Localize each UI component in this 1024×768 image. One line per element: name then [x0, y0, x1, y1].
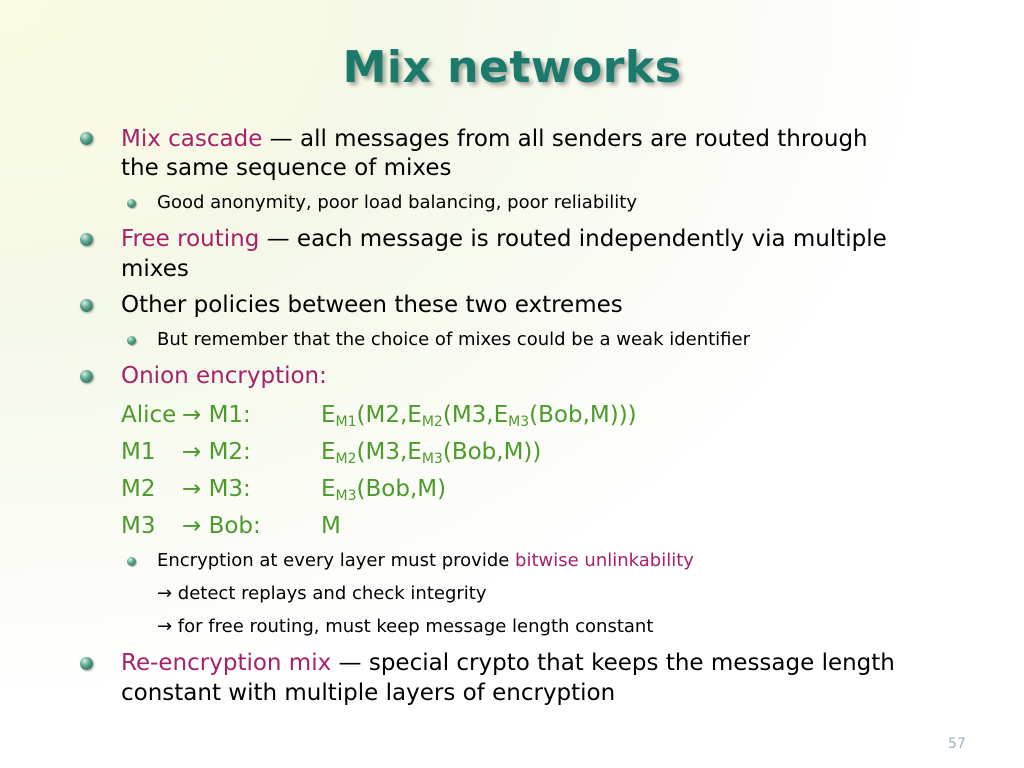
page-number: 57 — [948, 736, 966, 752]
bullet-text-continued: mixes — [121, 256, 189, 282]
sub-bullet-cascade-props: Good anonymity, poor load balancing, poo… — [157, 192, 637, 213]
sub-bullet-icon — [127, 557, 136, 566]
onion-text: (M3,E — [356, 439, 422, 465]
onion-value: M — [321, 513, 341, 539]
onion-arrow: → Bob: — [182, 513, 261, 539]
bullet-icon — [80, 233, 93, 246]
bullet-mix-cascade: Mix cascade — all messages from all send… — [121, 124, 868, 154]
bullet-text: — each message is routed independently v… — [259, 226, 887, 252]
onion-e: E — [321, 476, 336, 502]
sub-bullet-icon — [127, 199, 136, 208]
bullet-text: — all messages from all senders are rout… — [262, 126, 868, 152]
onion-row-m1: M1 → M2: EM2(M3,EM3(Bob,M)) — [121, 437, 541, 467]
onion-arrow: → M2: — [182, 439, 251, 465]
sub-bullet-weak-identifier: But remember that the choice of mixes co… — [157, 329, 750, 350]
bullet-icon — [80, 299, 93, 312]
onion-text: (M2,E — [356, 402, 422, 428]
bullet-text: — special crypto that keeps the message … — [331, 650, 895, 676]
onion-text: (Bob,M)) — [442, 439, 542, 465]
onion-text: (M3,E — [442, 402, 509, 428]
sub-bullet-text: Encryption at every layer must provide — [157, 550, 516, 571]
sub-bullet-icon — [127, 336, 136, 345]
onion-sub: M2 — [335, 451, 357, 467]
onion-from: Alice — [121, 402, 177, 428]
onion-arrow: → M1: — [182, 402, 251, 428]
onion-row-m3: M3 → Bob: M — [121, 511, 341, 541]
onion-e: E — [321, 402, 336, 428]
onion-from: M3 — [121, 513, 156, 539]
onion-from: M2 — [121, 476, 156, 502]
onion-sub: M1 — [335, 414, 357, 430]
onion-sub: M2 — [421, 414, 443, 430]
bullet-other-policies: Other policies between these two extreme… — [121, 292, 623, 318]
term-free-routing: Free routing — [121, 226, 260, 252]
onion-e: E — [321, 439, 336, 465]
sub-bullet-unlinkability: Encryption at every layer must provide b… — [157, 549, 694, 573]
onion-row-m2: M2 → M3: EM3(Bob,M) — [121, 474, 446, 504]
bullet-icon — [80, 370, 93, 383]
onion-text: (Bob,M) — [356, 476, 447, 502]
onion-row-alice: Alice→ M1: EM1(M2,EM2(M3,EM3(Bob,M))) — [121, 400, 637, 430]
onion-from: M1 — [121, 439, 156, 465]
bullet-icon — [80, 657, 93, 670]
onion-sub: M3 — [508, 414, 530, 430]
term-mix-cascade: Mix cascade — [121, 126, 263, 152]
term-bitwise-unlinkability: bitwise unlinkability — [515, 550, 694, 571]
sub-bullet-replays: → detect replays and check integrity — [157, 583, 487, 604]
term-re-encryption-mix: Re-encryption mix — [121, 650, 332, 676]
bullet-text-continued: constant with multiple layers of encrypt… — [121, 680, 616, 706]
bullet-onion-encryption: Onion encryption: — [121, 363, 327, 389]
onion-sub: M3 — [335, 488, 357, 504]
bullet-re-encryption: Re-encryption mix — special crypto that … — [121, 648, 895, 678]
sub-bullet-length-constant: → for free routing, must keep message le… — [157, 616, 654, 637]
onion-arrow: → M3: — [182, 476, 251, 502]
bullet-icon — [80, 132, 93, 145]
onion-sub: M3 — [421, 451, 443, 467]
bullet-free-routing: Free routing — each message is routed in… — [121, 224, 887, 254]
bullet-text-continued: the same sequence of mixes — [121, 155, 452, 181]
onion-text: (Bob,M))) — [529, 402, 637, 428]
slide-title: Mix networks — [342, 42, 682, 93]
